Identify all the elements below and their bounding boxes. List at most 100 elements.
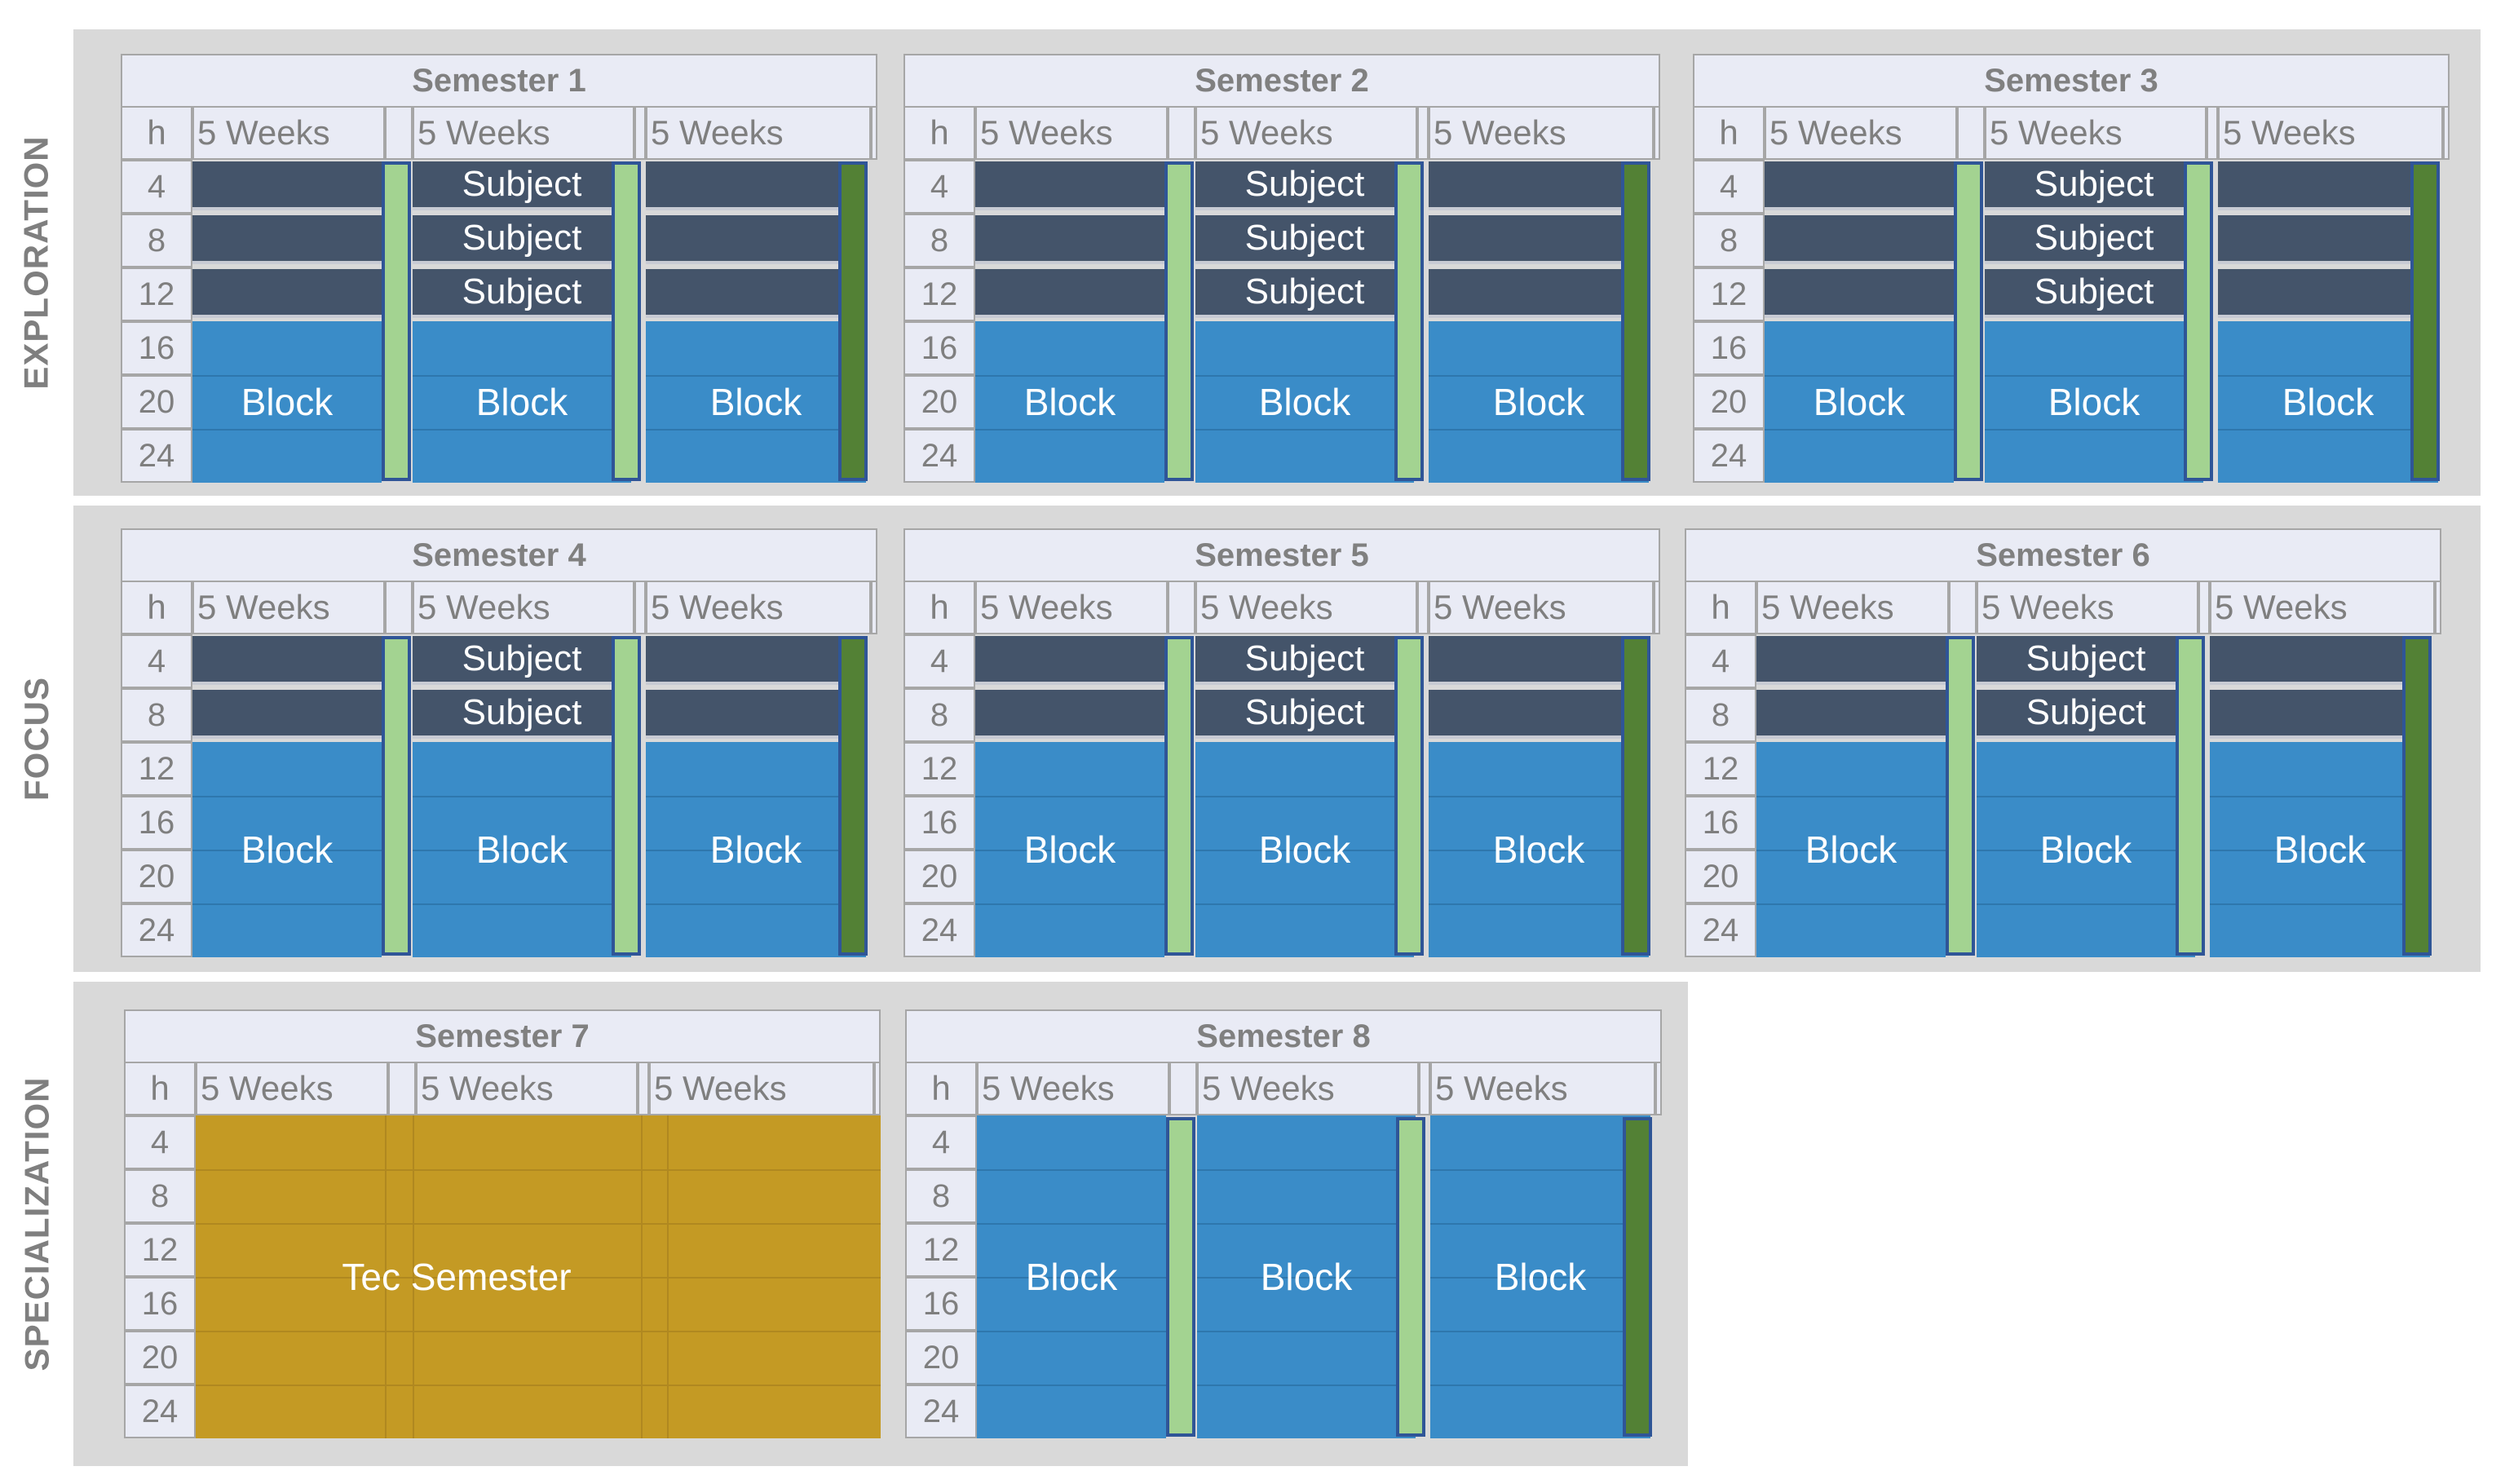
hour-label: 8 xyxy=(121,688,192,742)
week-break-bar xyxy=(2184,161,2213,481)
period-header: 5 Weeks xyxy=(192,581,385,634)
subject-label: Subject xyxy=(1244,164,1365,204)
hour-label: 4 xyxy=(905,1115,977,1169)
subject-cell xyxy=(1765,161,1954,210)
block-cell: Block xyxy=(646,742,866,957)
subject-cell: Subject xyxy=(1977,690,2195,739)
row-line xyxy=(977,1385,1166,1386)
row-line xyxy=(2218,375,2438,377)
period-header: 5 Weeks xyxy=(646,581,871,634)
row-line xyxy=(1430,1169,1650,1171)
row-line xyxy=(1430,1277,1650,1279)
block-label: Block xyxy=(2048,381,2141,423)
block-label: Block xyxy=(1258,381,1351,423)
period-header: 5 Weeks xyxy=(2210,581,2435,634)
hour-label: 24 xyxy=(121,429,192,483)
hours-column-header: h xyxy=(124,1062,196,1115)
row-line xyxy=(1195,375,1414,377)
row-line xyxy=(975,903,1164,905)
band-label-specialization: SPECIALIZATION xyxy=(17,1076,56,1371)
subject-cell: Subject xyxy=(1985,161,2203,210)
period-header: 5 Weeks xyxy=(977,1062,1169,1115)
hour-label: 16 xyxy=(124,1277,196,1331)
row-line xyxy=(1197,1223,1416,1225)
hours-column-header: h xyxy=(1693,106,1765,160)
row-line xyxy=(2210,850,2430,851)
subject-cell xyxy=(192,636,382,685)
header-gap xyxy=(1417,106,1429,160)
subject-cell xyxy=(1756,690,1946,739)
period-header: 5 Weeks xyxy=(413,106,634,160)
hour-label: 4 xyxy=(903,634,975,688)
period-header: 5 Weeks xyxy=(1985,106,2207,160)
block-label: Block xyxy=(1492,828,1585,871)
week-break-bar xyxy=(1164,161,1194,481)
hour-label: 12 xyxy=(1693,267,1765,321)
subject-cell xyxy=(1765,215,1954,264)
row-line xyxy=(192,429,382,431)
semester-end-bar xyxy=(838,636,868,956)
block-label: Block xyxy=(241,828,334,871)
period-header: 5 Weeks xyxy=(192,106,385,160)
hour-label: 16 xyxy=(903,321,975,375)
block-label: Block xyxy=(475,828,568,871)
hour-label: 20 xyxy=(903,850,975,903)
subject-cell xyxy=(1429,215,1649,264)
hour-label: 16 xyxy=(1693,321,1765,375)
grid-line xyxy=(196,1331,881,1332)
subject-label: Subject xyxy=(2034,218,2154,258)
subject-cell xyxy=(2218,161,2438,210)
week-break-bar xyxy=(1164,636,1194,956)
subject-cell xyxy=(975,269,1164,318)
hour-label: 4 xyxy=(124,1115,196,1169)
row-line xyxy=(1429,375,1649,377)
subject-cell xyxy=(975,690,1164,739)
hour-label: 8 xyxy=(903,688,975,742)
hour-label: 4 xyxy=(121,160,192,214)
header-gap xyxy=(385,106,413,160)
subject-label: Subject xyxy=(2026,638,2146,678)
block-cell: Block xyxy=(1429,742,1649,957)
row-line xyxy=(1756,796,1946,797)
row-line xyxy=(1429,429,1649,431)
block-cell: Block xyxy=(192,742,382,957)
hour-label: 24 xyxy=(124,1385,196,1438)
week-break-bar xyxy=(612,636,641,956)
row-line xyxy=(646,903,866,905)
row-line xyxy=(1985,429,2203,431)
period-header: 5 Weeks xyxy=(1430,1062,1655,1115)
row-line xyxy=(192,903,382,905)
semester-end-bar xyxy=(2410,161,2440,481)
row-line xyxy=(1429,850,1649,851)
semester-end-bar xyxy=(838,161,868,481)
block-cell: Block xyxy=(1195,742,1414,957)
row-line xyxy=(1765,375,1954,377)
subject-cell xyxy=(1429,690,1649,739)
row-line xyxy=(646,429,866,431)
header-gap xyxy=(1417,581,1429,634)
header-gap xyxy=(1949,581,1977,634)
header-gap xyxy=(871,581,877,634)
header-gap xyxy=(1168,106,1195,160)
grid-line xyxy=(196,1169,881,1171)
row-line xyxy=(1197,1277,1416,1279)
block-label: Block xyxy=(1813,381,1906,423)
subject-cell: Subject xyxy=(1195,161,1414,210)
semester-end-bar xyxy=(2402,636,2432,956)
hour-label: 16 xyxy=(121,321,192,375)
header-gap xyxy=(1169,1062,1197,1115)
row-line xyxy=(1430,1385,1650,1386)
hour-label: 12 xyxy=(121,742,192,796)
header-gap xyxy=(1655,1062,1662,1115)
subject-cell: Subject xyxy=(413,690,631,739)
subject-cell xyxy=(646,161,866,210)
header-gap xyxy=(388,1062,416,1115)
subject-label: Subject xyxy=(462,272,582,311)
hour-label: 12 xyxy=(121,267,192,321)
row-line xyxy=(1977,903,2195,905)
hour-label: 24 xyxy=(1685,903,1756,957)
